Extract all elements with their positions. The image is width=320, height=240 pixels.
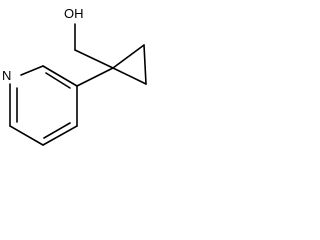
chemical-structure: OH N	[2, 6, 147, 146]
bond-quaternary-pyridine	[76, 67, 114, 87]
pyridine-bond-c3-c2	[42, 65, 78, 87]
pyridine-double-bond-c2-c3	[45, 72, 71, 89]
cyclopropane-bond-1	[112, 67, 147, 85]
cyclopropane-bond-3	[112, 44, 145, 69]
hydroxyl-label: OH	[64, 6, 84, 21]
pyridine-bond-c6-c5	[9, 125, 44, 146]
bond-ch2-quaternary	[74, 49, 114, 69]
pyridine-bond-c2-n	[20, 65, 44, 76]
nitrogen-label: N	[2, 68, 11, 83]
pyridine-double-bond-c4-c5	[43, 122, 71, 139]
pyridine-bond-c5-c4	[42, 125, 78, 146]
cyclopropane-bond-2	[143, 44, 147, 85]
